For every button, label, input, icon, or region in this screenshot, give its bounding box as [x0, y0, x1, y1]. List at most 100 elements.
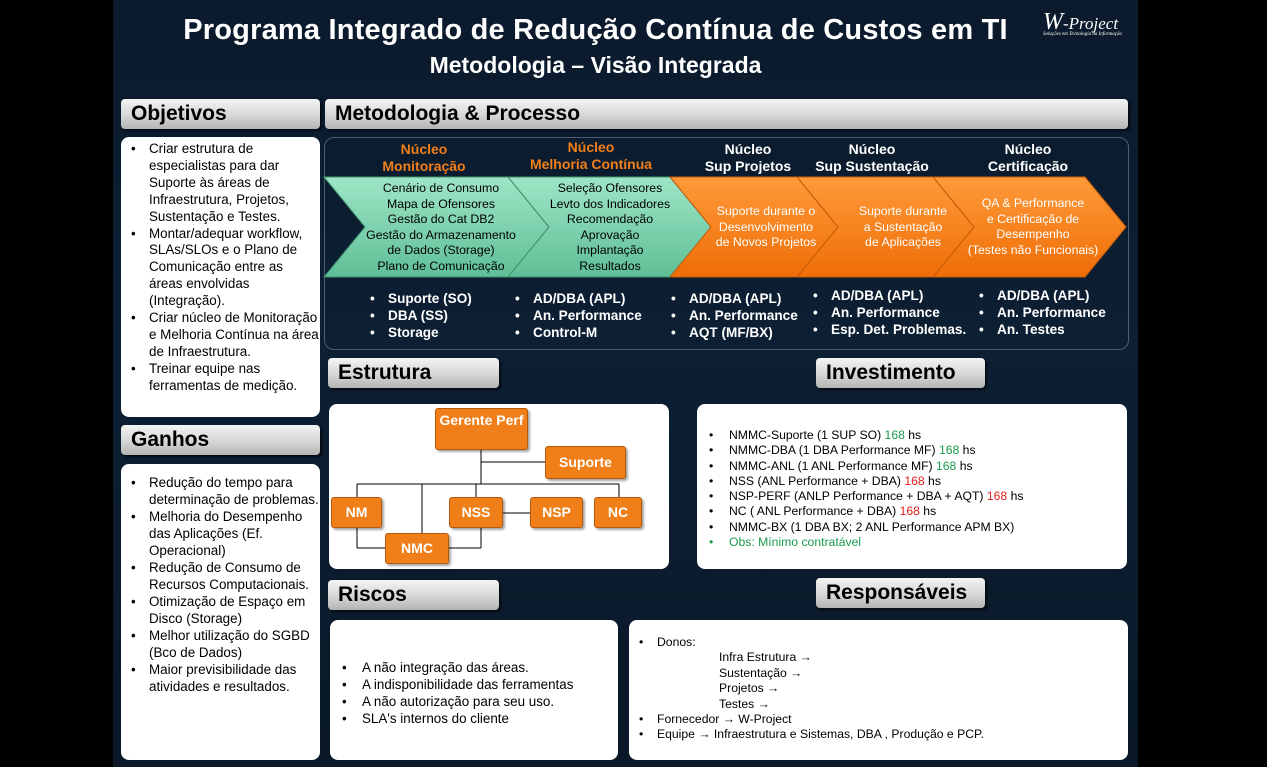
- investimento-item: NC ( ANL Performance + DBA) 168 hs: [697, 504, 1127, 520]
- arrow-melhoria-text: Seleção Ofensores Levto dos Indicadores …: [540, 181, 680, 275]
- org-suporte: Suporte: [545, 446, 626, 479]
- arrow-line: QA & Performance: [981, 196, 1085, 210]
- investimento-item: NSP-PERF (ANLP Performance + DBA + AQT) …: [697, 489, 1127, 505]
- nucleo-label: Núcleo: [567, 139, 615, 155]
- riscos-header: Riscos: [328, 580, 499, 610]
- riscos-list: A não integração das áreas. A indisponib…: [330, 620, 618, 727]
- resp-dono-item: Infra Estrutura →: [719, 650, 812, 665]
- ganho-item: Redução de Consumo de Recursos Computaci…: [121, 559, 320, 593]
- resp-fornecedor: Fornecedor → W-Project: [629, 712, 1128, 728]
- inv-hours: 168: [904, 473, 925, 488]
- ganho-item: Melhor utilização do SGBD (Bco de Dados): [121, 627, 320, 661]
- arrow-line: Mapa de Ofensores: [386, 196, 495, 211]
- arrow-line: Suporte durante o: [716, 204, 816, 218]
- staff-item: An. Performance: [669, 307, 798, 324]
- nucleo-certificacao-title: Núcleo Certificação: [953, 141, 1103, 175]
- org-nmc: NMC: [385, 533, 449, 564]
- nucleo-label: Núcleo: [848, 141, 896, 157]
- inv-text: NMMC-DBA (1 DBA Performance MF): [729, 443, 939, 458]
- metodologia-box: [324, 137, 1129, 350]
- w-project-logo: W-Project Soluções em Tecnologia da Info…: [1043, 10, 1135, 46]
- arrow-line: Seleção Ofensores: [557, 181, 663, 195]
- nucleo-sup-projetos-title: Núcleo Sup Projetos: [673, 141, 823, 175]
- arrow-sup-projetos-text: Suporte durante o Desenvolvimento de Nov…: [703, 204, 829, 251]
- staff-item: Control-M: [513, 324, 642, 341]
- ganhos-panel: Redução do tempo para determinação de pr…: [121, 464, 320, 760]
- staff-item: DBA (SS): [368, 307, 472, 324]
- staff-item: AD/DBA (APL): [513, 290, 642, 307]
- riscos-panel: A não integração das áreas. A indisponib…: [330, 620, 618, 760]
- nucleo-name: Certificação: [987, 158, 1069, 174]
- org-nss: NSS: [449, 497, 503, 528]
- resp-donos: Donos: Infra Estrutura → Sustentação → P…: [629, 635, 1128, 712]
- nucleo-label: Núcleo: [1004, 141, 1052, 157]
- staff-item: AQT (MF/BX): [669, 324, 798, 341]
- inv-text: NMMC-ANL (1 ANL Performance MF): [729, 458, 936, 473]
- arrow-line: a Sustentação: [863, 219, 943, 234]
- staff-item: An. Performance: [977, 304, 1106, 321]
- nucleo-sup-projetos-staff: AD/DBA (APL) An. Performance AQT (MF/BX): [669, 290, 798, 341]
- logo-project: -Project: [1063, 14, 1119, 33]
- nucleo-label: Núcleo: [400, 141, 448, 157]
- responsaveis-list: Donos: Infra Estrutura → Sustentação → P…: [629, 620, 1128, 743]
- objetivo-item: Montar/adequar workflow, SLAs/SLOs e o P…: [121, 226, 320, 311]
- objetivo-item: Criar núcleo de Monitoração e Melhoria C…: [121, 310, 320, 361]
- ganhos-list: Redução do tempo para determinação de pr…: [121, 464, 320, 695]
- ganho-item: Redução do tempo para determinação de pr…: [121, 474, 320, 508]
- objetivo-item: Criar estrutura de especialistas para da…: [121, 141, 320, 226]
- nucleo-name: Monitoração: [382, 158, 466, 174]
- inv-unit: hs: [956, 458, 973, 473]
- arrow-line: Desempenho: [996, 227, 1070, 242]
- nucleo-monitoracao-title: Núcleo Monitoração: [349, 141, 499, 175]
- nucleo-melhoria-title: Núcleo Melhoria Contínua: [516, 139, 666, 173]
- process-arrows: [322, 176, 1127, 278]
- responsaveis-header: Responsáveis: [816, 578, 985, 608]
- arrow-line: Recomendação: [566, 212, 654, 227]
- org-gerente-perf: Gerente Perf: [435, 408, 528, 450]
- staff-item: Esp. Det. Problemas.: [811, 321, 966, 338]
- inv-hours: 168: [936, 458, 957, 473]
- staff-item: An. Performance: [811, 304, 966, 321]
- arrow-line: Gestão do Armazenamento: [366, 227, 516, 242]
- resp-equipe: Equipe → Infraestrutura e Sistemas, DBA …: [629, 727, 1128, 743]
- inv-text: NMMC-BX (1 DBA BX; 2 ANL Performance APM…: [729, 519, 1015, 534]
- arrow-line: e Certificação de: [986, 211, 1080, 226]
- staff-item: AD/DBA (APL): [811, 287, 966, 304]
- inv-text: NMMC-Suporte (1 SUP SO): [729, 428, 885, 442]
- risco-item: A não autorização para seu uso.: [330, 693, 618, 710]
- nucleo-certificacao-staff: AD/DBA (APL) An. Performance An. Testes: [977, 287, 1106, 338]
- investimento-item: NSS (ANL Performance + DBA) 168 hs: [697, 473, 1127, 490]
- arrow-line: Gestão do Cat DB2: [387, 212, 495, 227]
- inv-hours: 168: [938, 443, 960, 458]
- inv-text: NSP-PERF (ANLP Performance + DBA + AQT): [729, 489, 987, 504]
- page-title: Programa Integrado de Redução Contínua d…: [183, 14, 1008, 46]
- arrow-line: Suporte durante: [858, 204, 948, 218]
- inv-unit: hs: [924, 473, 941, 488]
- inv-hours: 168: [884, 428, 905, 442]
- ganho-item: Melhoria do Desempenho das Aplicações (E…: [121, 508, 320, 559]
- nucleo-name: Melhoria Contínua: [529, 156, 653, 172]
- staff-item: AD/DBA (APL): [977, 287, 1106, 304]
- responsaveis-panel: Donos: Infra Estrutura → Sustentação → P…: [629, 620, 1128, 760]
- resp-donos-list: Infra Estrutura → Sustentação → Projetos…: [657, 650, 1128, 712]
- nucleo-name: Sup Projetos: [704, 158, 792, 174]
- nucleo-name: Sup Sustentação: [815, 158, 929, 174]
- arrow-certificacao-text: QA & Performance e Certificação de Desem…: [960, 196, 1106, 258]
- arrow-line: Resultados: [579, 258, 641, 273]
- arrow-monitoracao-text: Cenário de Consumo Mapa de Ofensores Ges…: [351, 181, 531, 275]
- staff-item: Suporte (SO): [368, 290, 472, 307]
- arrow-sup-sustentacao-text: Suporte durante a Sustentação de Aplicaç…: [843, 204, 963, 251]
- investimento-obs: Obs: Mínimo contratável: [697, 535, 1127, 551]
- nucleo-sup-sustentacao-title: Núcleo Sup Sustentação: [797, 141, 947, 175]
- resp-dono-item: Sustentação →: [719, 665, 803, 680]
- staff-item: Storage: [368, 324, 472, 341]
- org-nsp: NSP: [530, 497, 583, 528]
- resp-dono-item: Projetos →: [719, 681, 780, 696]
- inv-unit: hs: [904, 428, 922, 442]
- risco-item: SLA's internos do cliente: [330, 710, 618, 727]
- arrow-line: Implantação: [576, 243, 644, 258]
- arrow-line: de Dados (Storage): [387, 243, 495, 258]
- arrow-line: Desenvolvimento: [718, 219, 814, 234]
- staff-item: An. Testes: [977, 321, 1106, 338]
- nucleo-melhoria-staff: AD/DBA (APL) An. Performance Control-M: [513, 290, 642, 341]
